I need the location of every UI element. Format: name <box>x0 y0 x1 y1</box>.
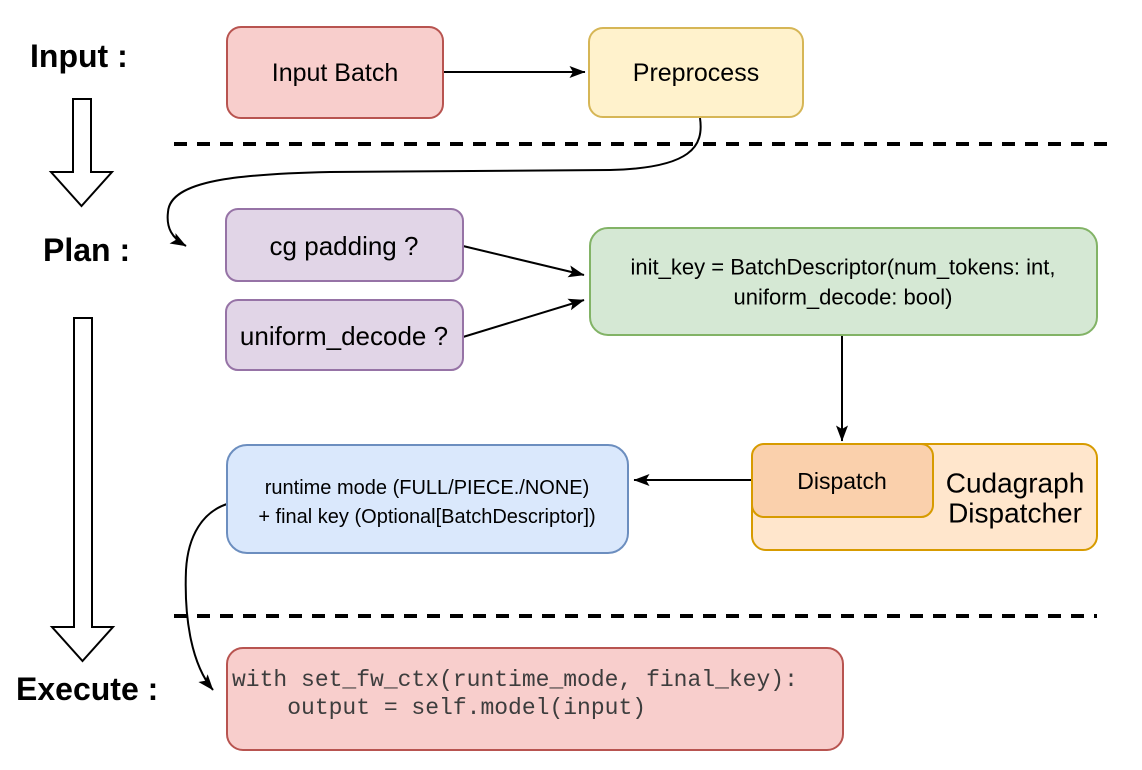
node-input-batch: Input Batch <box>226 26 444 119</box>
edge-uniform-decode-to-init-key <box>462 298 585 338</box>
cudagraph-dispatcher-label-line2: Dispatcher <box>948 498 1082 529</box>
execute-code-line1: with set_fw_ctx(runtime_mode, final_key)… <box>232 667 798 693</box>
section-label-execute: Execute : <box>16 671 158 707</box>
input-to-plan-arrow <box>48 98 115 208</box>
execute-code-box <box>226 647 844 751</box>
node-runtime-result: runtime mode (FULL/PIECE./NONE) + final … <box>226 444 629 554</box>
init-key-box <box>589 227 1098 336</box>
cudagraph-dispatcher-label-line1: Cudagraph <box>946 468 1085 499</box>
cg-padding-label: cg padding ? <box>270 231 419 261</box>
plan-to-execute-arrow <box>49 317 116 663</box>
preprocess-box <box>588 27 804 118</box>
node-cg-padding: cg padding ? <box>225 208 464 282</box>
edge-preprocess-to-cg-padding <box>166 117 702 247</box>
execute-code-line2: output = self.model(input) <box>232 695 646 721</box>
node-execute-code: with set_fw_ctx(runtime_mode, final_key)… <box>226 647 844 751</box>
dispatch-label: Dispatch <box>797 468 886 494</box>
preprocess-label: Preprocess <box>633 59 759 87</box>
edge-cg-padding-to-init-key <box>462 245 585 278</box>
dispatch-box <box>751 443 934 518</box>
init-key-label-line1: init_key = BatchDescriptor(num_tokens: i… <box>631 255 1056 280</box>
init-key-label-line2: uniform_decode: bool) <box>734 285 953 310</box>
runtime-result-label-line2: + final key (Optional[BatchDescriptor]) <box>258 506 595 528</box>
runtime-result-label-line1: runtime mode (FULL/PIECE./NONE) <box>265 477 590 499</box>
runtime-result-box <box>226 444 629 554</box>
edge-runtime-result-to-execute-code <box>184 503 228 691</box>
cg-padding-box <box>225 208 464 282</box>
uniform-decode-label: uniform_decode ? <box>240 321 448 351</box>
input-batch-label: Input Batch <box>272 59 398 87</box>
section-label-plan: Plan : <box>43 232 130 268</box>
section-label-input: Input : <box>30 38 128 74</box>
uniform-decode-box <box>225 299 464 371</box>
node-init-key: init_key = BatchDescriptor(num_tokens: i… <box>589 227 1098 336</box>
node-dispatch: Dispatch <box>751 443 934 518</box>
node-preprocess: Preprocess <box>588 27 804 118</box>
node-uniform-decode: uniform_decode ? <box>225 299 464 371</box>
input-batch-box <box>226 26 444 119</box>
